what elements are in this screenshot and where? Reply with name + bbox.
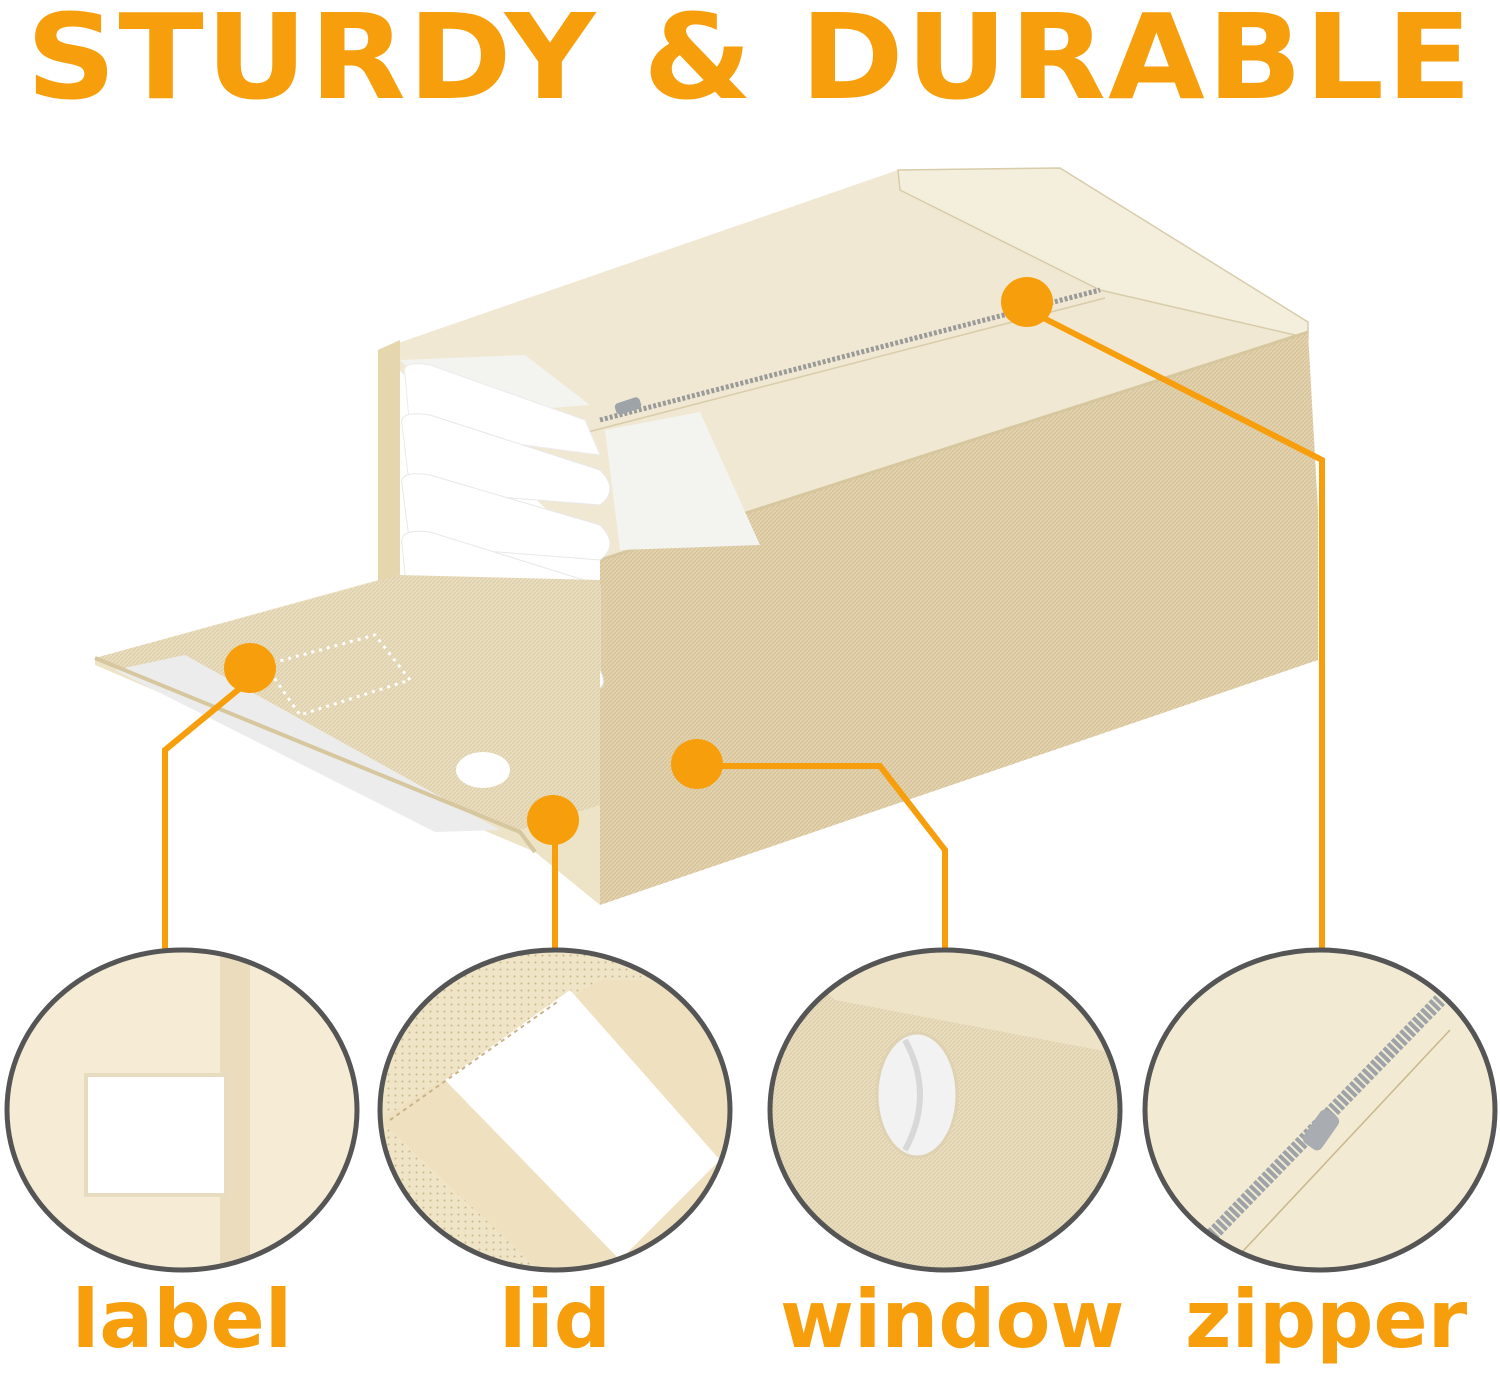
- callout-dot-window: [671, 739, 723, 789]
- oval-window-icon: [770, 950, 1120, 1270]
- callout-lines: [162, 303, 1325, 950]
- open-lid-flap: [94, 575, 600, 905]
- zipper-icon: [1145, 950, 1495, 1270]
- callout-dot-zipper: [1001, 277, 1053, 327]
- caption-window: window: [780, 1273, 1125, 1366]
- storage-box: [94, 167, 1318, 905]
- caption-label: label: [71, 1273, 293, 1366]
- callout-dot-label: [224, 643, 276, 693]
- callout-dot-lid: [527, 795, 579, 845]
- caption-lid: lid: [498, 1273, 612, 1366]
- label-window-icon: [7, 950, 357, 1270]
- headline: STURDY & DURABLE: [26, 0, 1474, 126]
- hook-and-loop-lid-icon: [380, 950, 730, 1270]
- caption-zipper: zipper: [1185, 1273, 1468, 1366]
